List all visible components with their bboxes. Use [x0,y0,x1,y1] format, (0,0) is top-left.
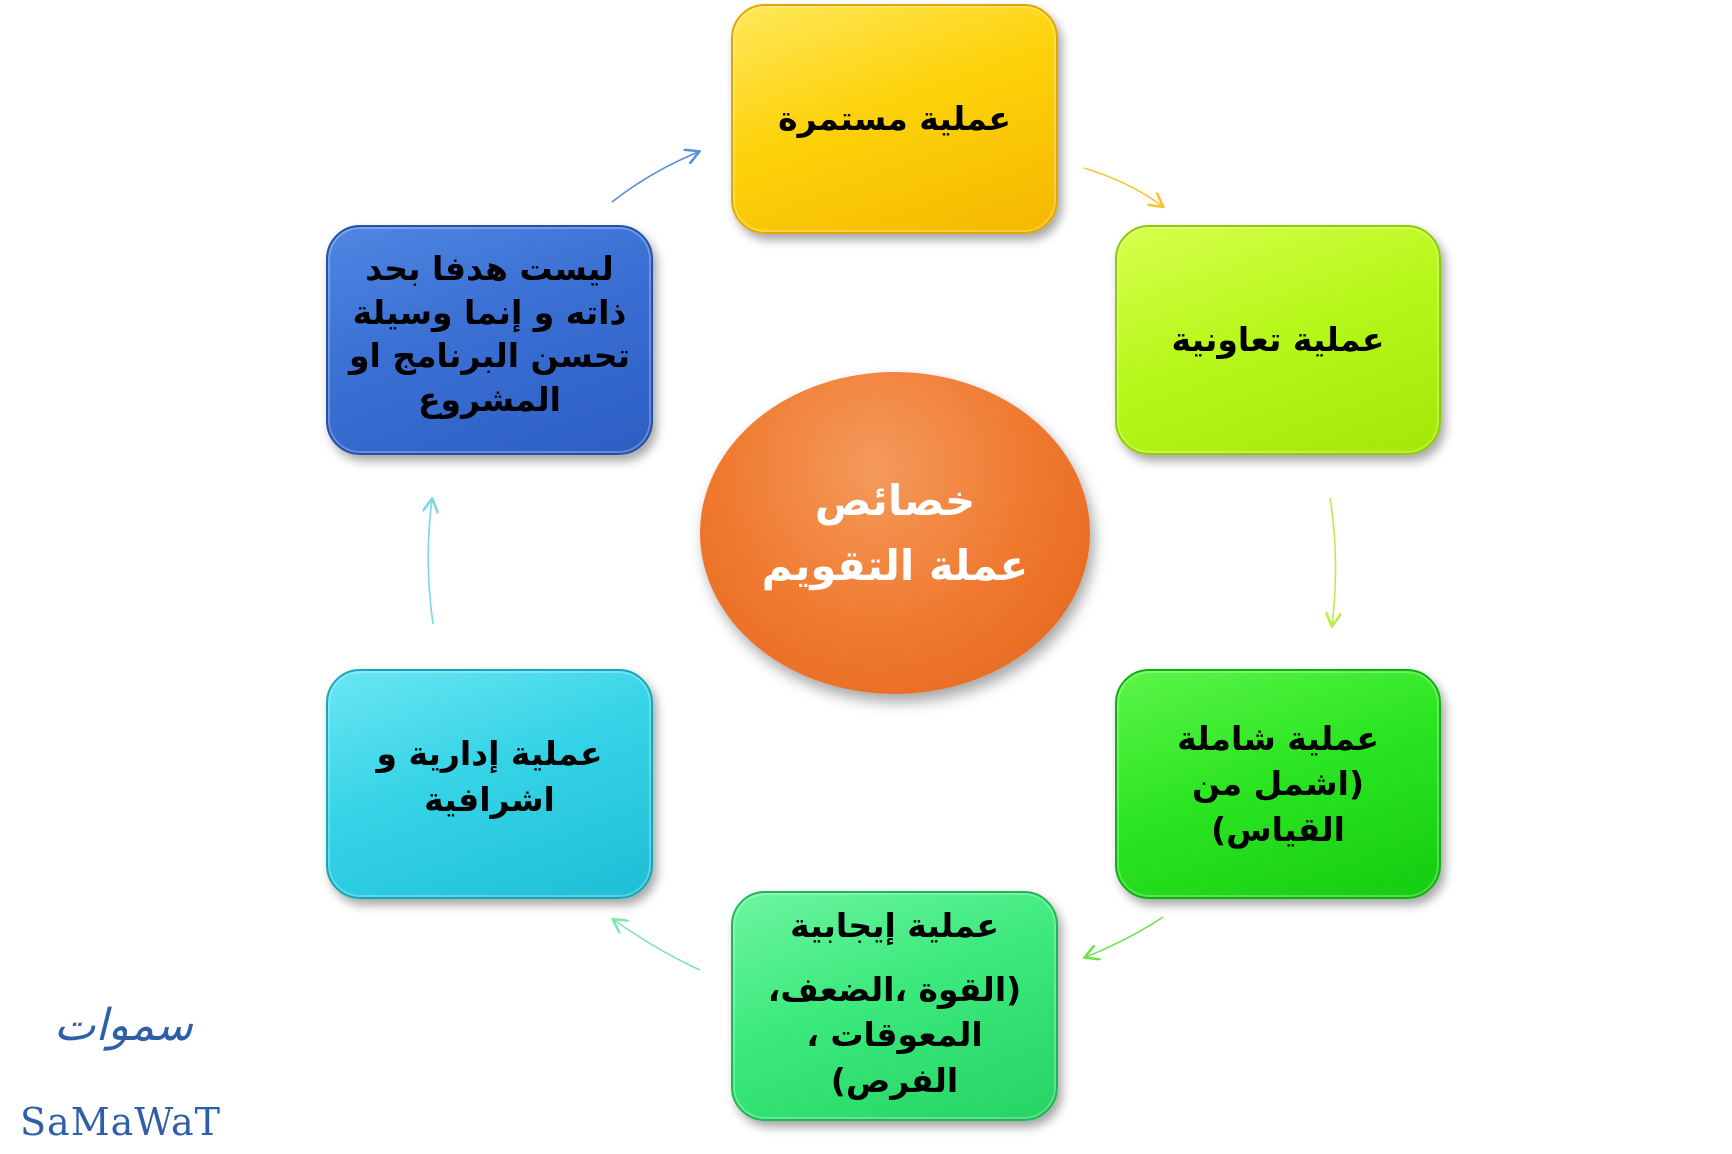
box-continuous-process: عملية مستمرة [731,4,1058,234]
samawat-logo: سموات SaMaWaT [14,1000,224,1150]
arrow-continuous-to-collaborative [1083,167,1162,206]
box-text: المشروع [418,379,561,419]
box-text: الفرص) [830,1060,959,1100]
box-comprehensive-process: عملية شاملة (اشمل من القياس) [1115,669,1441,899]
center-title-line: خصائص [814,475,976,525]
box-means-not-goal: ليست هدفا بحد ذاته و إنما وسيلة تحسن الب… [326,225,653,455]
box-positive-process: عملية إيجابية (القوة ،الضعف، المعوقات ، … [731,891,1058,1121]
logo-script-text: سموات [54,1000,193,1051]
box-text: عملية مستمرة [778,99,1011,139]
box-text: تحسن البرنامج او [349,336,630,376]
arrow-means-to-continuous [611,152,698,203]
box-text: المعوقات ، [806,1015,983,1055]
box-text: اشرافية [424,779,555,819]
arrow-collaborative-to-comprehensive [1330,497,1336,625]
box-text: عملية إيجابية [790,906,999,945]
box-text: ذاته و إنما وسيلة [352,292,627,332]
logo-latin-text: SaMaWaT [20,1100,222,1144]
arrow-administrative-to-means [428,500,433,625]
box-text: ليست هدفا بحد [365,249,614,288]
box-text: (اشمل من [1191,764,1365,804]
box-administrative-process: عملية إدارية و اشرافية [326,669,653,899]
box-text: القياس) [1211,809,1345,849]
box-text: عملية إدارية و [376,734,603,773]
box-text: (القوة ،الضعف، [767,969,1022,1009]
center-title-line: عملة التقويم [761,541,1029,590]
center-circle-title: خصائص عملة التقويم [700,372,1090,694]
arrow-positive-to-administrative [614,920,701,971]
box-collaborative-process: عملية تعاونية [1115,225,1441,455]
box-text: عملية شاملة [1177,718,1379,758]
arrow-comprehensive-to-positive [1086,916,1164,957]
box-text: عملية تعاونية [1171,320,1385,360]
